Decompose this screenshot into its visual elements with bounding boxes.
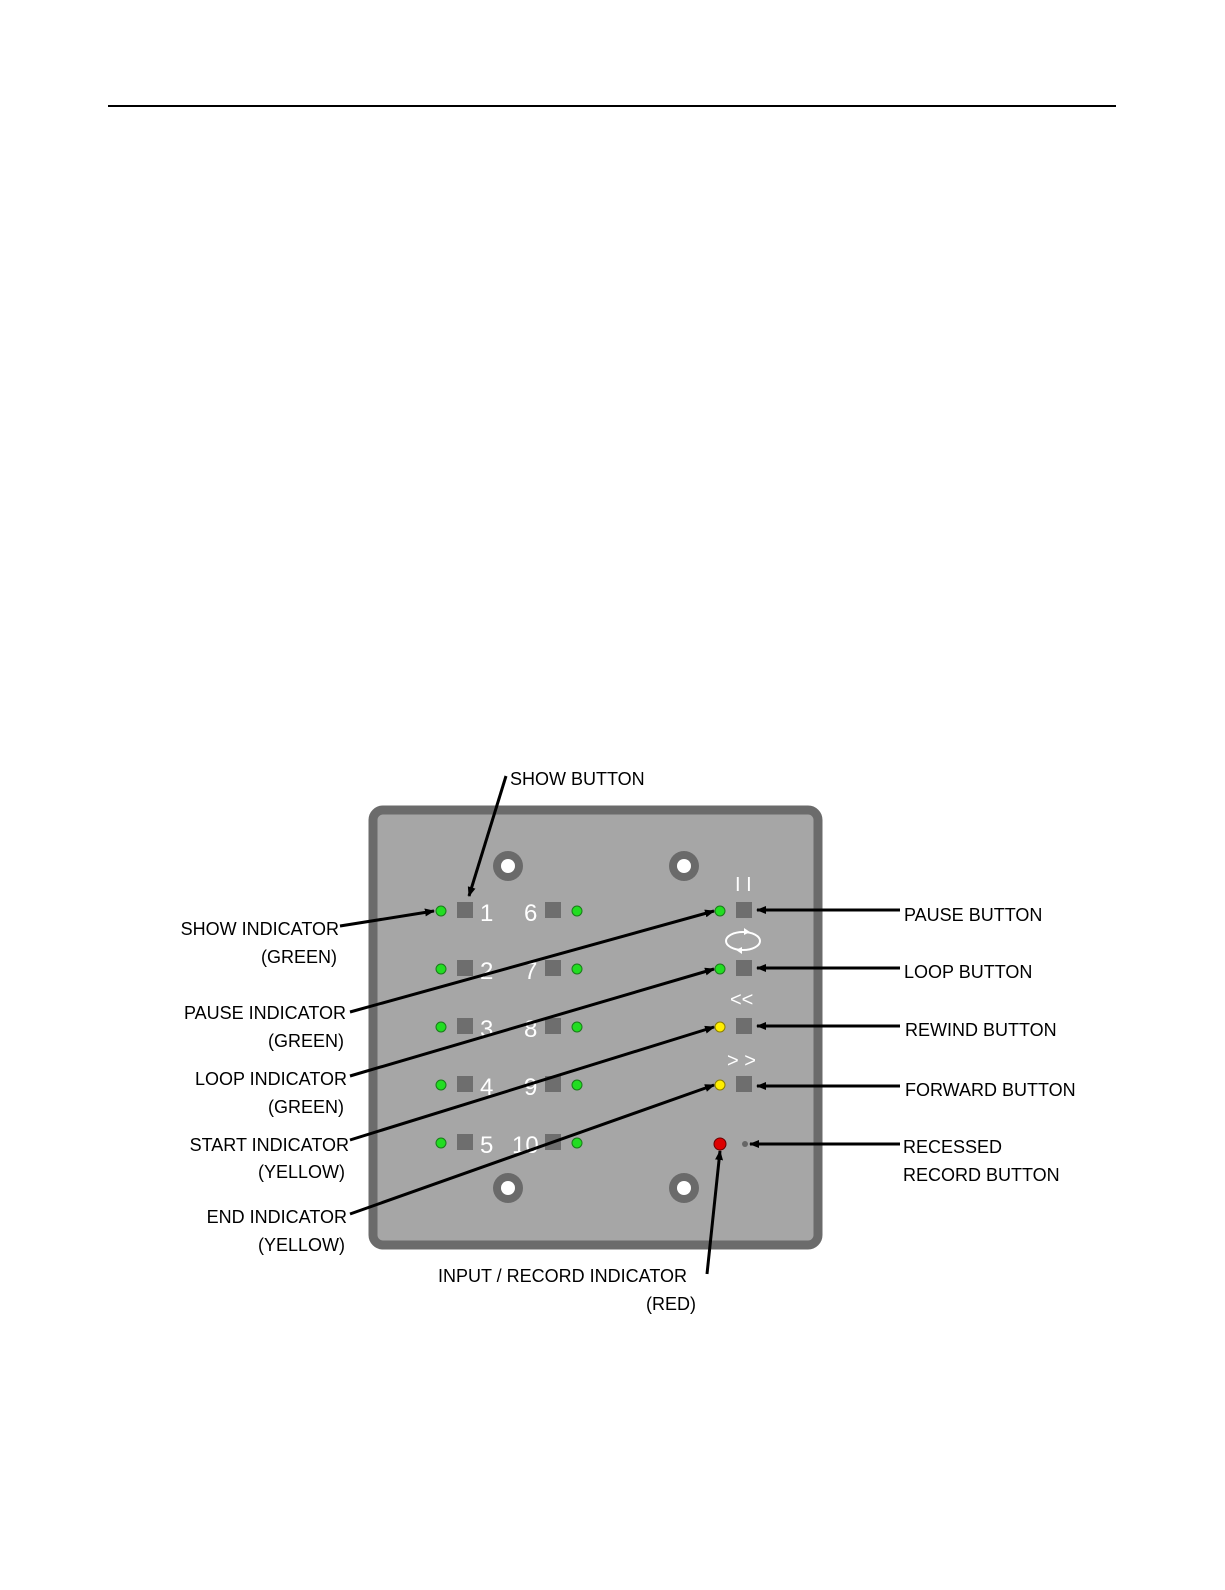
- show-indicator-led: [572, 1138, 582, 1148]
- show-indicator-led: [436, 964, 446, 974]
- show-indicator-led: [436, 1080, 446, 1090]
- end-indicator-led: [715, 1080, 725, 1090]
- loop-indicator-color: (GREEN): [268, 1097, 344, 1117]
- start-indicator-color: (YELLOW): [258, 1162, 345, 1182]
- pause-glyph: I I: [735, 874, 752, 896]
- show-indicator-led: [572, 964, 582, 974]
- show-button-number: 5: [480, 1132, 493, 1159]
- mount-hole-icon: [493, 1173, 523, 1203]
- show-button[interactable]: [545, 902, 561, 918]
- forward-glyph: > >: [727, 1050, 756, 1072]
- input-record-indicator-label: INPUT / RECORD INDICATOR: [438, 1266, 687, 1286]
- show-indicator-label: SHOW INDICATOR: [181, 919, 339, 939]
- pause-indicator-label: PAUSE INDICATOR: [184, 1003, 346, 1023]
- pause-button-label: PAUSE BUTTON: [904, 905, 1042, 925]
- recessed-record-button-label: RECESSED: [903, 1137, 1002, 1157]
- show-button[interactable]: [457, 1134, 473, 1150]
- show-button-label: SHOW BUTTON: [510, 769, 645, 789]
- show-button-number: 6: [524, 900, 537, 927]
- show-button[interactable]: [457, 1076, 473, 1092]
- start-indicator-label: START INDICATOR: [190, 1135, 349, 1155]
- mount-hole-icon: [669, 1173, 699, 1203]
- loop-button[interactable]: [736, 960, 752, 976]
- show-indicator-color: (GREEN): [261, 947, 337, 967]
- show-button[interactable]: [545, 1018, 561, 1034]
- mount-hole-icon: [493, 851, 523, 881]
- rewind-glyph: <<: [730, 989, 753, 1011]
- loop-indicator-label: LOOP INDICATOR: [195, 1069, 347, 1089]
- show-indicator-led: [572, 1022, 582, 1032]
- show-button[interactable]: [545, 960, 561, 976]
- show-indicator-led: [436, 1022, 446, 1032]
- pause-button[interactable]: [736, 902, 752, 918]
- forward-button-label: FORWARD BUTTON: [905, 1080, 1076, 1100]
- mount-hole-icon: [669, 851, 699, 881]
- end-indicator-color: (YELLOW): [258, 1235, 345, 1255]
- loop-button-label: LOOP BUTTON: [904, 962, 1032, 982]
- show-button-number: 3: [480, 1016, 493, 1043]
- show-button-number: 9: [524, 1074, 537, 1101]
- show-button-number: 1: [480, 900, 493, 927]
- input-record-indicator-led: [714, 1138, 726, 1150]
- show-indicator-led: [572, 1080, 582, 1090]
- show-indicator-led: [436, 1138, 446, 1148]
- input-record-indicator-color: (RED): [646, 1294, 696, 1314]
- pause-indicator-color: (GREEN): [268, 1031, 344, 1051]
- forward-button[interactable]: [736, 1076, 752, 1092]
- pause-indicator-led: [715, 906, 725, 916]
- show-indicator-led: [572, 906, 582, 916]
- recessed-record-button[interactable]: [742, 1141, 748, 1147]
- show-button[interactable]: [457, 1018, 473, 1034]
- end-indicator-label: END INDICATOR: [207, 1207, 347, 1227]
- show-button[interactable]: [457, 902, 473, 918]
- rewind-button[interactable]: [736, 1018, 752, 1034]
- show-button[interactable]: [457, 960, 473, 976]
- show-indicator-led: [436, 906, 446, 916]
- recessed-record-button-label-line2: RECORD BUTTON: [903, 1165, 1060, 1185]
- start-indicator-led: [715, 1022, 725, 1032]
- rewind-button-label: REWIND BUTTON: [905, 1020, 1057, 1040]
- loop-indicator-led: [715, 964, 725, 974]
